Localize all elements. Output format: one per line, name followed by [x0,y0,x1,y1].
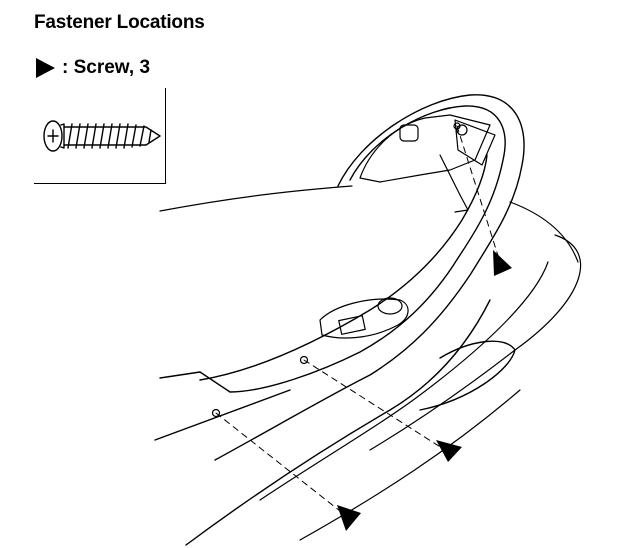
legend: : Screw, 3 [34,56,150,80]
screw-holes [211,122,461,418]
leader-lines [215,125,501,516]
triangle-pointer-icon [36,58,55,78]
screw-icon [43,120,161,152]
latch-bracket [359,114,496,213]
trim-panel [154,94,525,546]
legend-label: : Screw, 3 [62,57,151,78]
screw-pointer-middle [436,440,462,462]
screw-callout-box [34,88,166,184]
screw-pointer-upper [493,250,512,276]
screw-pointers [337,250,512,531]
trunk-outline [159,185,582,541]
page-title: Fastener Locations [34,12,205,33]
switch-housing [319,297,409,339]
screw-pointer-lower [337,505,361,531]
